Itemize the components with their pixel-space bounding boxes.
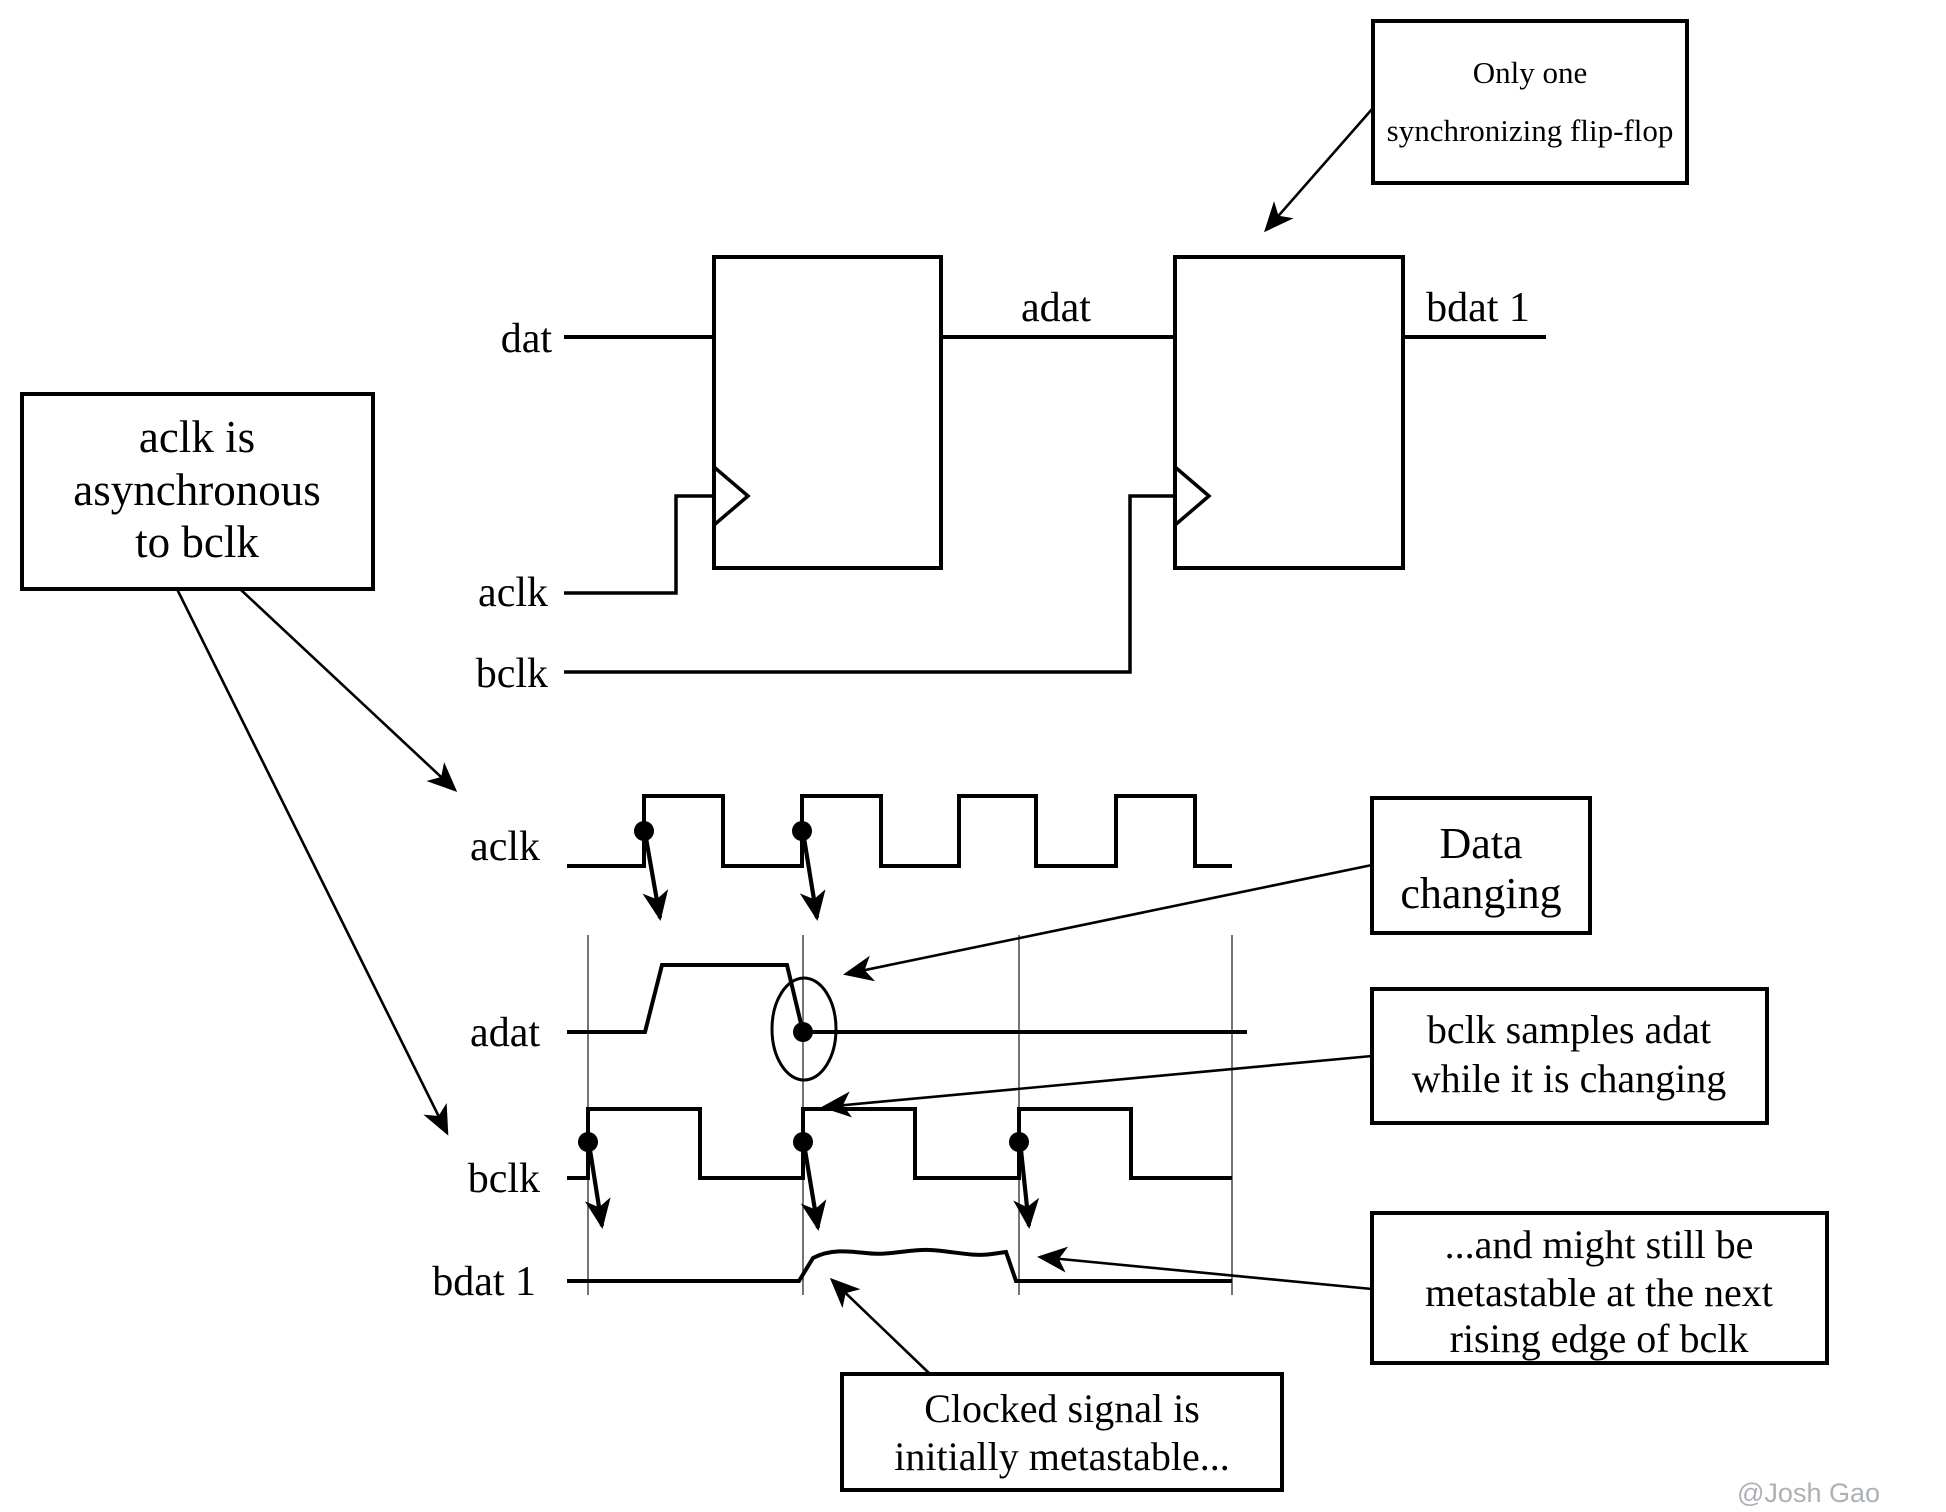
callout-only-one: Only one synchronizing flip-flop	[1264, 19, 1689, 233]
bclk-sample-arrow-3	[1013, 1149, 1040, 1229]
callout-async-box	[20, 392, 375, 591]
circuit-aclk-label: aclk	[478, 570, 548, 616]
circuit-dat-label: dat	[501, 316, 553, 362]
callout-async: aclk is asynchronous to bclk	[20, 392, 458, 1136]
aclk-waveform	[567, 794, 1232, 868]
callout-data-changing-box	[1370, 796, 1592, 935]
callout-metastable-next: ...and might still be metastable at the …	[1037, 1211, 1829, 1365]
callout-bclk-samples-arrow	[821, 1054, 1373, 1118]
callout-data-changing: Data changing	[843, 796, 1592, 982]
callout-clocked-signal-line2: initially metastable...	[894, 1434, 1229, 1479]
circuit-bdat1-label: bdat 1	[1426, 285, 1530, 331]
bclk-sample-dot-2	[793, 1132, 813, 1152]
bdat1-waveform	[567, 1247, 1232, 1283]
callout-metastable-next-line1: ...and might still be	[1445, 1222, 1754, 1267]
callout-data-changing-line1: Data	[1439, 819, 1522, 868]
timing-adat-label: adat	[470, 1010, 540, 1056]
aclk-sample-dot-1	[634, 821, 654, 841]
circuit-bclk-label: bclk	[476, 651, 548, 697]
callout-bclk-samples-box	[1370, 987, 1769, 1125]
callout-bclk-samples: bclk samples adat while it is changing	[821, 987, 1769, 1125]
callout-async-line1: aclk is	[139, 412, 255, 462]
adat-waveform	[567, 963, 1247, 1034]
callout-metastable-next-line3: rising edge of bclk	[1450, 1316, 1749, 1361]
bclk-sample-arrow-2	[800, 1149, 827, 1231]
callout-only-one-line2: synchronizing flip-flop	[1387, 113, 1674, 148]
callout-clocked-signal: Clocked signal is initially metastable..…	[829, 1277, 1284, 1492]
watermark: @Josh Gao	[1737, 1478, 1880, 1508]
callout-clocked-signal-arrow	[829, 1277, 931, 1375]
timing-diagram: aclk adat bclk bdat 1	[432, 794, 1247, 1305]
circuit-adat-label: adat	[1021, 285, 1091, 331]
callout-async-arrow-to-aclk	[239, 588, 458, 793]
flipflop-2-box	[1173, 255, 1405, 570]
callout-async-arrow-to-bclk	[175, 588, 449, 1136]
bclk-wire	[564, 494, 1175, 674]
flipflop-2-clock-triangle	[1173, 465, 1212, 527]
callout-async-line3: to bclk	[135, 517, 259, 567]
callout-metastable-next-arrow	[1037, 1246, 1373, 1291]
callout-only-one-line1: Only one	[1473, 55, 1588, 90]
aclk-wire	[564, 494, 714, 595]
callout-bclk-samples-line2: while it is changing	[1412, 1056, 1726, 1101]
callout-clocked-signal-box	[840, 1372, 1284, 1492]
circuit-diagram: dat adat bdat 1 aclk bclk	[476, 255, 1546, 697]
callout-only-one-arrow	[1264, 107, 1374, 233]
timing-bdat1-label: bdat 1	[432, 1259, 536, 1305]
timing-aclk-label: aclk	[470, 824, 540, 870]
callout-async-line2: asynchronous	[73, 465, 320, 515]
timing-bclk-label: bclk	[468, 1156, 540, 1202]
callout-metastable-next-line2: metastable at the next	[1425, 1270, 1773, 1315]
callout-only-one-box	[1371, 19, 1689, 185]
bclk-sample-dot-3	[1009, 1132, 1029, 1152]
bclk-waveform	[567, 1107, 1232, 1180]
callout-clocked-signal-line1: Clocked signal is	[924, 1386, 1200, 1431]
bclk-sample-dot-1	[578, 1132, 598, 1152]
bclk-sample-arrow-1	[584, 1149, 611, 1229]
flipflop-1-clock-triangle	[712, 465, 751, 527]
callout-data-changing-arrow	[843, 863, 1373, 982]
aclk-sample-dot-2	[792, 821, 812, 841]
aclk-sample-arrow-1	[642, 837, 669, 921]
callout-data-changing-line2: changing	[1400, 869, 1561, 918]
callout-metastable-next-box	[1370, 1211, 1829, 1365]
data-changing-ellipse	[770, 976, 838, 1082]
callout-bclk-samples-line1: bclk samples adat	[1427, 1007, 1711, 1052]
adat-change-dot	[793, 1022, 813, 1042]
aclk-sample-arrow-2	[799, 837, 826, 921]
flipflop-1-box	[712, 255, 943, 570]
